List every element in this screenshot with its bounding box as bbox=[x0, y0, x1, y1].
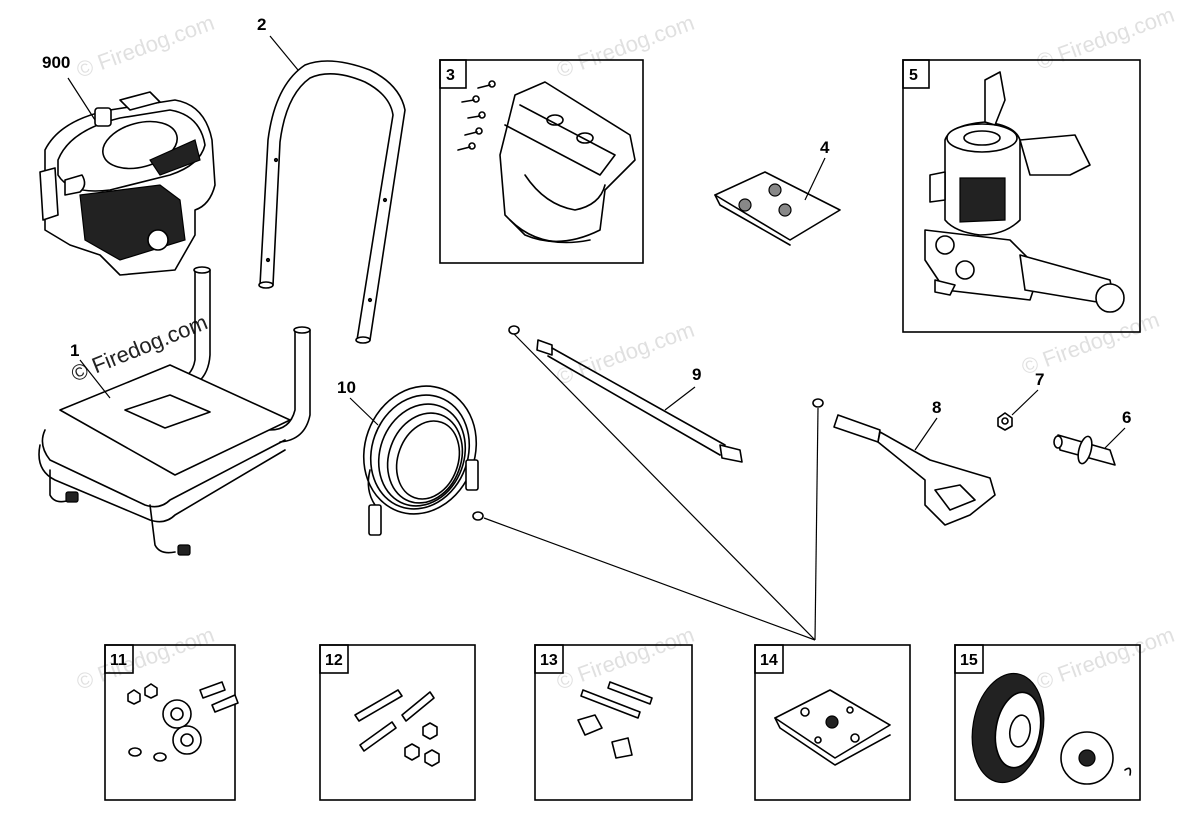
watermark: © Firedog.com bbox=[73, 622, 217, 695]
pump-kit: 5 bbox=[902, 59, 1141, 333]
watermark: © Firedog.com bbox=[1033, 2, 1177, 75]
kit-number: 15 bbox=[960, 652, 978, 669]
callout-frame: 1 bbox=[70, 341, 79, 360]
kit-14-box bbox=[754, 644, 911, 801]
leader-line bbox=[79, 359, 111, 399]
kit-number-box bbox=[104, 644, 134, 674]
pump-kit-box bbox=[902, 59, 1141, 333]
leader-line bbox=[1104, 427, 1126, 449]
leader-line bbox=[269, 35, 299, 71]
leader-line bbox=[664, 386, 696, 411]
handle-illustration: 2 bbox=[257, 15, 406, 344]
callout-pump: 5 bbox=[909, 67, 918, 84]
bracket-kit: 3 bbox=[439, 59, 644, 264]
leader-line bbox=[804, 157, 826, 201]
leader-line bbox=[349, 397, 379, 426]
callout-hose: 10 bbox=[337, 378, 356, 397]
watermark: © Firedog.com bbox=[1018, 307, 1162, 380]
kit-number: 14 bbox=[760, 652, 778, 669]
frame-illustration: 1 bbox=[38, 266, 311, 556]
leader-line bbox=[67, 77, 96, 121]
kit-number-box bbox=[902, 59, 930, 89]
kit-number-box bbox=[534, 644, 564, 674]
callout-axle: 6 bbox=[1122, 408, 1131, 427]
callout-screw-bag: 4 bbox=[820, 138, 830, 157]
engine-illustration: 900 bbox=[39, 53, 216, 276]
kit-13-box bbox=[534, 644, 693, 801]
kit-number: 13 bbox=[540, 652, 558, 669]
kit-number-box bbox=[954, 644, 984, 674]
screw-bag-illustration: 4 bbox=[714, 138, 841, 246]
callout-gun: 8 bbox=[932, 398, 941, 417]
watermark: © Firedog.com bbox=[1033, 622, 1177, 695]
kit-12: 12 bbox=[319, 644, 476, 801]
hose-illustration: 10 bbox=[337, 378, 484, 536]
kit-number: 11 bbox=[110, 652, 127, 669]
watermark: © Firedog.com bbox=[553, 10, 697, 83]
watermark: © Firedog.com bbox=[73, 10, 217, 83]
kit-number: 12 bbox=[325, 652, 343, 669]
nut-illustration: 7 bbox=[997, 370, 1044, 431]
kit-15: 15 bbox=[954, 644, 1141, 801]
kit-14: 14 bbox=[754, 644, 911, 801]
kit-number-box bbox=[319, 644, 349, 674]
callout-handle: 2 bbox=[257, 15, 266, 34]
watermark: © Firedog.com bbox=[553, 622, 697, 695]
callout-wand: 9 bbox=[692, 365, 701, 384]
spray-gun-illustration: 8 bbox=[812, 398, 996, 526]
kit-number-box bbox=[754, 644, 784, 674]
kit-13: 13 bbox=[534, 644, 693, 801]
wand-illustration: 9 bbox=[508, 325, 743, 463]
kit-12-box bbox=[319, 644, 476, 801]
watermark: © Firedog.com bbox=[553, 317, 697, 390]
leader-line bbox=[1011, 389, 1039, 416]
callout-bracket: 3 bbox=[446, 67, 455, 84]
bracket-kit-box bbox=[439, 59, 644, 264]
kit-15-box bbox=[954, 644, 1141, 801]
kit-11-box bbox=[104, 644, 236, 801]
leader-line bbox=[914, 417, 938, 451]
callout-nut: 7 bbox=[1035, 370, 1044, 389]
watermarks: © Firedog.com © Firedog.com © Firedog.co… bbox=[68, 2, 1178, 695]
kit-11: 11 bbox=[104, 644, 239, 801]
kit-number-box bbox=[439, 59, 467, 89]
o-ring-leader-lines bbox=[483, 333, 819, 641]
axle-illustration: 6 bbox=[1053, 408, 1131, 466]
callout-engine: 900 bbox=[42, 53, 70, 72]
